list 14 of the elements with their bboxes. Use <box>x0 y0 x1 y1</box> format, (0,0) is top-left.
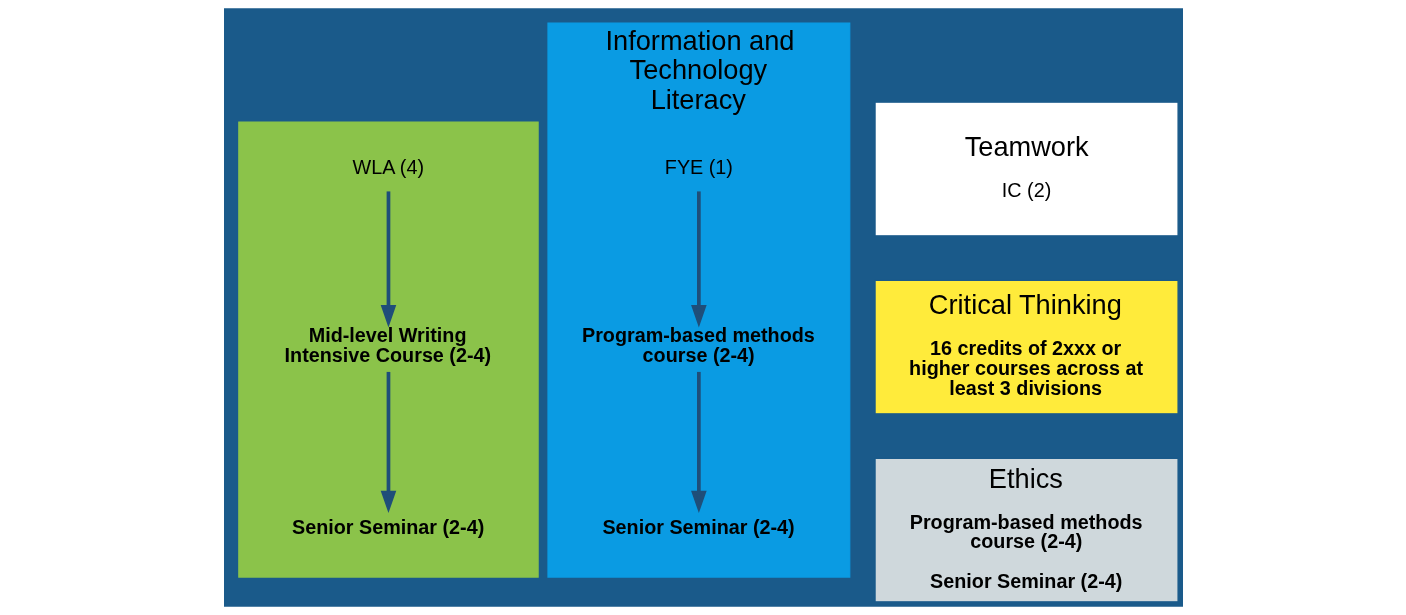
node-text: Senior Seminar (2-4) <box>291 515 484 538</box>
cluster <box>237 121 539 578</box>
node-text: Program-based methods course (2-4) <box>581 323 815 366</box>
node-text: FYE (1) <box>664 155 733 178</box>
node-text: Mid-level Writing Intensive Course (2-4) <box>284 323 491 366</box>
arrow <box>690 371 707 514</box>
arrow <box>690 191 707 328</box>
node-text: Senior Seminar (2-4) <box>601 515 795 538</box>
arrow <box>380 371 396 514</box>
node-box: Critical Thinking 16 credits of 2xxx or higher courses across at least 3 divisions <box>873 279 1179 415</box>
node-box: Teamwork IC (2) <box>873 101 1179 237</box>
arrow <box>380 191 396 328</box>
node-text: WLA (4) <box>352 155 424 178</box>
node-box: Ethics Program-based methods course (2-4) Senior Seminar (2-4) <box>873 457 1179 603</box>
